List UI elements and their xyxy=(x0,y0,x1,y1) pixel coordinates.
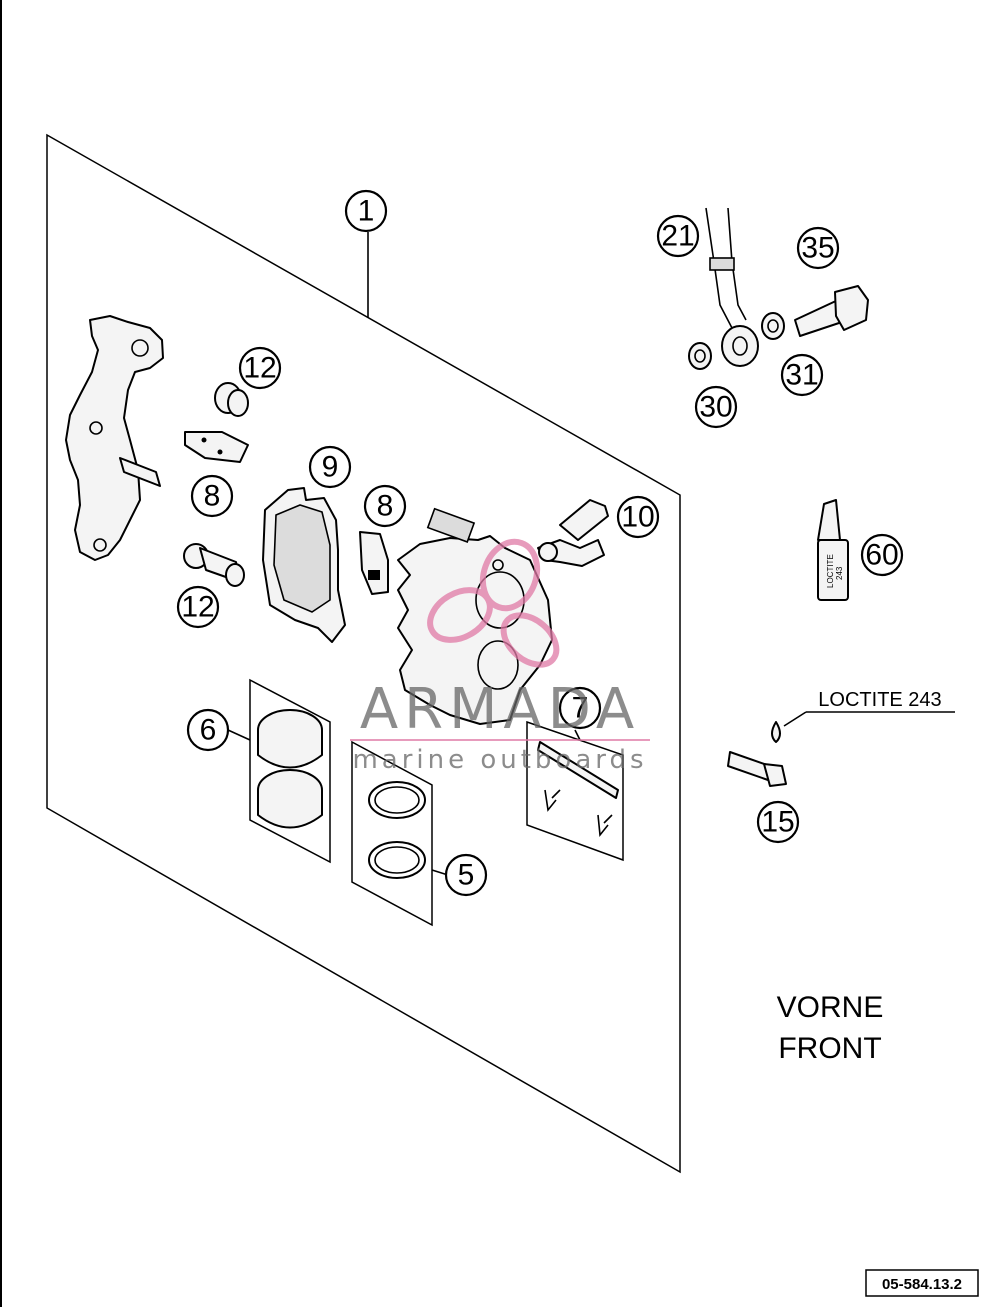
bleed-screw xyxy=(537,499,609,567)
svg-text:7: 7 xyxy=(572,692,589,725)
pad-spring-lower xyxy=(359,531,389,595)
callout-8-lower: 8 xyxy=(363,484,407,528)
callout-30: 30 xyxy=(694,385,738,429)
tube-text-1: LOCTITE xyxy=(826,554,835,588)
seals-panel xyxy=(351,740,449,927)
callout-21: 21 xyxy=(656,214,700,258)
svg-text:10: 10 xyxy=(621,501,654,534)
svg-text:31: 31 xyxy=(785,359,818,392)
svg-text:1: 1 xyxy=(358,195,375,228)
svg-text:21: 21 xyxy=(661,220,694,253)
svg-text:8: 8 xyxy=(377,490,394,523)
callout-15: 15 xyxy=(756,800,800,844)
watermark-logo xyxy=(427,538,560,668)
callout-12-upper: 12 xyxy=(238,346,282,390)
pad-spring-upper xyxy=(184,431,249,463)
brake-pad xyxy=(262,487,346,643)
callout-7: 7 xyxy=(558,686,602,730)
svg-text:60: 60 xyxy=(865,539,898,572)
slide-pin-lower xyxy=(183,543,245,587)
loctite-tube: LOCTITE 243 xyxy=(817,499,849,601)
callout-60: 60 xyxy=(860,533,904,577)
orientation-line-2: FRONT xyxy=(778,1032,881,1065)
svg-text:15: 15 xyxy=(761,806,794,839)
callout-10: 10 xyxy=(616,495,660,539)
pistons-panel xyxy=(227,678,331,864)
svg-text:5: 5 xyxy=(458,859,475,892)
pin-kit-panel xyxy=(526,720,624,862)
svg-text:35: 35 xyxy=(801,232,834,265)
brake-hose xyxy=(705,207,759,367)
watermark-tagline: marine outboards xyxy=(352,745,647,775)
assembly-frame xyxy=(46,133,681,1174)
callout-31: 31 xyxy=(780,353,824,397)
svg-text:9: 9 xyxy=(322,451,339,484)
washer-31 xyxy=(761,312,785,340)
svg-text:30: 30 xyxy=(699,391,732,424)
svg-text:8: 8 xyxy=(204,480,221,513)
callout-8-upper: 8 xyxy=(190,474,234,518)
caliper-bracket xyxy=(65,315,164,561)
watermark: ARMADA marine outboards xyxy=(350,538,650,775)
callout-35: 35 xyxy=(796,226,840,270)
callout-1: 1 xyxy=(344,189,388,233)
callout-9: 9 xyxy=(308,445,352,489)
callout-12-lower: 12 xyxy=(176,585,220,629)
drawing-number: 05-584.13.2 xyxy=(882,1276,962,1293)
orientation-line-1: VORNE xyxy=(777,991,884,1024)
bolt-15 xyxy=(727,751,787,787)
tube-text-2: 243 xyxy=(835,566,844,580)
watermark-brand: ARMADA xyxy=(360,677,640,742)
svg-text:12: 12 xyxy=(243,352,276,385)
svg-text:6: 6 xyxy=(200,714,217,747)
callout-5: 5 xyxy=(444,853,488,897)
loctite-drop xyxy=(771,711,955,743)
drawing-number-box xyxy=(865,1269,979,1297)
boot-upper xyxy=(214,382,249,417)
callout-6: 6 xyxy=(186,708,230,752)
loctite-label: LOCTITE 243 xyxy=(818,689,941,711)
washer-30 xyxy=(688,342,712,370)
banjo-bolt-35 xyxy=(794,285,869,337)
svg-text:12: 12 xyxy=(181,591,214,624)
